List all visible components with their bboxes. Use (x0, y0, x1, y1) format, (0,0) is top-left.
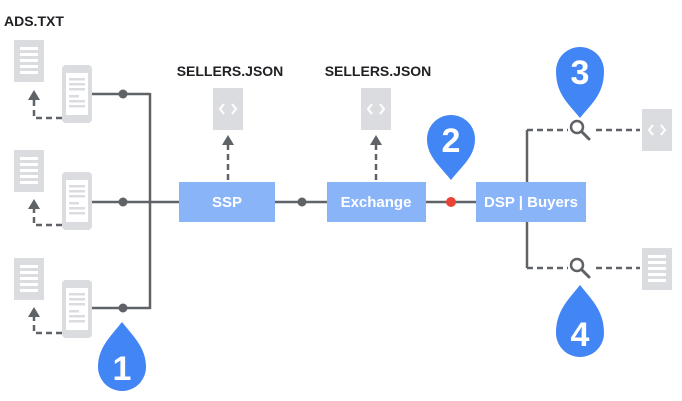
step-marker-1: 1 (98, 322, 146, 391)
search-icon (569, 257, 591, 279)
arrowhead-icon (28, 307, 40, 317)
sellers-json-label-ssp: SELLERS.JSON (177, 63, 284, 79)
phone-icon (62, 65, 92, 123)
sellers-json-document-icon (212, 87, 244, 131)
publisher-row-2 (14, 150, 92, 230)
dsp-box: DSP | Buyers (476, 182, 586, 222)
exchange-box: Exchange (327, 182, 426, 222)
publisher-row-3 (14, 258, 92, 338)
connector-dot (118, 89, 128, 99)
arrowhead-icon (28, 90, 40, 100)
dashed-arrow (32, 316, 62, 335)
search-icon (569, 119, 591, 141)
step-marker-3-label: 3 (571, 54, 590, 92)
dsp-label: DSP | Buyers (484, 194, 578, 211)
step-marker-1-label: 1 (113, 350, 132, 388)
ads-txt-label: ADS.TXT (4, 13, 64, 29)
step-marker-3: 3 (556, 47, 604, 118)
sellers-json-document-icon (360, 87, 392, 131)
connector-dot (118, 303, 128, 313)
step-marker-4-label: 4 (571, 316, 590, 354)
dashed-arrow (32, 208, 62, 227)
connector-dot (118, 197, 128, 207)
phone-icon (62, 172, 92, 230)
ssp-label: SSP (212, 194, 242, 211)
exchange-label: Exchange (341, 194, 412, 211)
publisher-connector (92, 92, 180, 310)
connector-dot (297, 197, 307, 207)
step-marker-2: 2 (427, 115, 475, 180)
arrowhead-icon (28, 199, 40, 209)
ads-txt-document-icon (14, 258, 44, 300)
sellers-json-document-icon (641, 108, 673, 152)
highlight-dot (446, 197, 456, 207)
ads-txt-document-icon (14, 150, 44, 192)
publisher-row-1 (14, 40, 92, 123)
step-marker-2-label: 2 (442, 122, 461, 160)
arrowhead-icon (222, 135, 234, 145)
ssp-box: SSP (179, 182, 275, 222)
arrowhead-icon (370, 135, 382, 145)
ads-txt-document-icon (14, 40, 44, 82)
sellers-json-label-exchange: SELLERS.JSON (325, 63, 432, 79)
ads-txt-document-icon (642, 248, 672, 290)
dashed-arrow (32, 99, 62, 120)
dsp-branches (525, 128, 640, 270)
phone-icon (62, 280, 92, 338)
step-marker-4: 4 (556, 285, 604, 357)
